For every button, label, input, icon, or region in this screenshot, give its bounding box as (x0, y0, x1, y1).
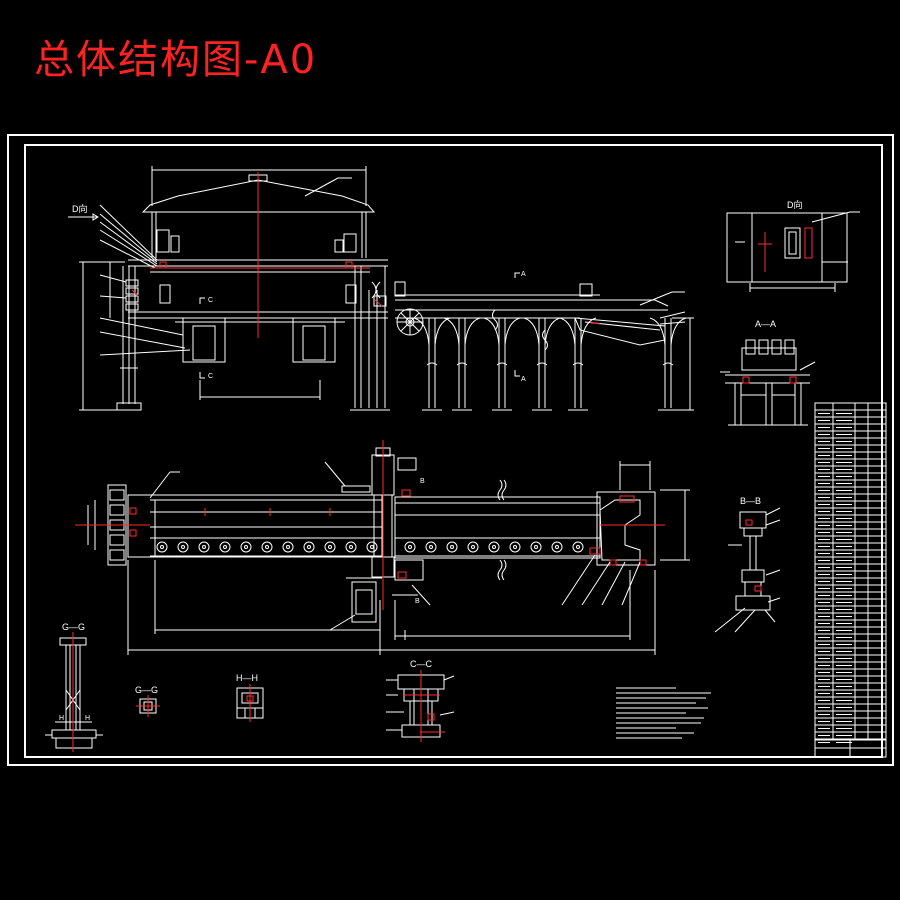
section-marker-h-right: H (85, 715, 90, 722)
section-gg-label-2: G—G (135, 685, 158, 695)
section-aa-label: A—A (755, 319, 776, 329)
drawing-title: 总体结构图-A0 (34, 37, 318, 83)
section-bb-label: B—B (740, 496, 761, 506)
d-view-detail (726, 211, 860, 292)
plan-view-dimensions (127, 560, 656, 655)
section-aa-view (720, 339, 816, 426)
section-hh-view (236, 684, 264, 722)
conveyor-elevation (394, 272, 694, 411)
section-marker-h-left: H (59, 715, 64, 722)
d-view-arrow-left (68, 213, 99, 221)
section-cc-view (386, 670, 455, 742)
section-marker-c-bottom: C (208, 373, 213, 380)
plan-view-center-column (324, 440, 431, 631)
section-marker-b-bottom: B (415, 598, 420, 605)
d-view-label-left: D向 (72, 203, 88, 214)
section-hh-label: H—H (236, 673, 258, 683)
section-marker-b-top: B (420, 478, 425, 485)
section-marker-a-bottom: A (521, 376, 526, 383)
plan-view-main-section (75, 471, 383, 566)
d-view-label-right: D向 (787, 199, 803, 210)
section-gg-pillar-view (45, 632, 103, 752)
plan-view-conveyor-section (394, 461, 690, 606)
section-bb-view (714, 507, 781, 633)
section-gg-label-1: G—G (62, 622, 85, 632)
sheet-frame (7, 134, 894, 766)
section-marker-a-top: A (521, 271, 526, 278)
main-machine-elevation (79, 166, 390, 411)
technical-notes-block (616, 687, 711, 739)
section-cc-label: C—C (410, 659, 432, 669)
title-block-table (814, 402, 887, 758)
section-marker-c-top: C (208, 297, 213, 304)
section-gg-small-view (136, 695, 160, 717)
